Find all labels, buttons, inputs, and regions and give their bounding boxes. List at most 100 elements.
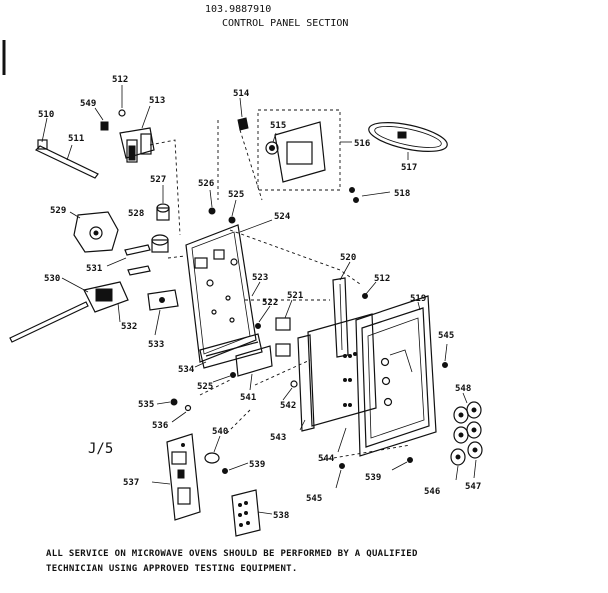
leader-533: [154, 309, 161, 336]
leader-519: [417, 301, 421, 311]
part-label: 518: [394, 189, 410, 199]
fastener-518b: [353, 197, 359, 203]
leader-518: [361, 191, 391, 197]
part-label: 523: [252, 273, 268, 283]
leader-536: [171, 411, 187, 423]
screw-549: [100, 121, 109, 131]
washer-536: [184, 404, 192, 412]
block-521b: [275, 343, 291, 357]
part-label: 536: [152, 421, 168, 431]
part-label: 526: [198, 179, 214, 189]
spring-clip-part-2: [127, 265, 151, 276]
circuit-board-part: [166, 433, 201, 521]
screw-512-right: [362, 293, 368, 299]
leader-526: [209, 189, 213, 208]
part-label: 540: [212, 427, 228, 437]
part-label: 546: [424, 487, 440, 497]
part-label: 517: [401, 163, 417, 173]
part-label: 545: [438, 331, 454, 341]
part-label: 527: [150, 175, 166, 185]
leader-510: [41, 117, 48, 143]
service-note-line2: TECHNICIAN USING APPROVED TESTING EQUIPM…: [46, 564, 298, 574]
part-label: 514: [233, 89, 250, 99]
part-label: 548: [455, 384, 471, 394]
screw-526: [208, 207, 216, 215]
relay-board-part: [199, 333, 263, 369]
screw-539-left: [222, 468, 228, 474]
knob-540: [204, 452, 220, 464]
part-label: 530: [44, 274, 60, 284]
part-label: 515: [270, 121, 286, 131]
leader-512-right: [365, 281, 377, 295]
guide-line-5: [229, 229, 361, 285]
part-label: 544: [318, 454, 335, 464]
leader-539-right: [391, 461, 408, 471]
leader-531: [106, 257, 127, 267]
timer-motor-part: [9, 281, 129, 343]
part-label: 524: [274, 212, 291, 222]
leader-537: [151, 481, 171, 485]
part-label: 549: [80, 99, 96, 109]
relay-block-part: [235, 345, 273, 377]
part-label: 512: [374, 274, 390, 284]
part-label: 516: [354, 139, 370, 149]
part-label: 519: [410, 294, 426, 304]
side-bracket-part: [332, 277, 349, 358]
part-label: 510: [38, 110, 54, 120]
part-label: 529: [50, 206, 66, 216]
leader-520: [339, 261, 351, 281]
guide-line-10: [321, 444, 411, 461]
screw-542: [290, 380, 298, 388]
leader-539-left: [228, 462, 249, 471]
part-label: 513: [149, 96, 165, 106]
leader-532: [117, 302, 121, 323]
screw-512-top: [118, 109, 126, 117]
part-label: 545: [306, 494, 322, 504]
fastener-518a: [349, 187, 355, 193]
part-label: 531: [86, 264, 102, 274]
leader-521: [284, 299, 293, 319]
part-label: 542: [280, 401, 296, 411]
part-label: 539: [365, 473, 381, 483]
leader-542: [282, 387, 293, 401]
leader-543: [299, 419, 306, 431]
part-labels: 512 549 513 510 511 527 529 528 526 525 …: [38, 75, 481, 521]
guide-line-8: [254, 359, 311, 386]
screw-525-top: [228, 216, 236, 224]
leader-525-top: [231, 199, 237, 217]
part-label: 522: [262, 298, 278, 308]
leader-514: [239, 97, 243, 118]
guide-line-9: [224, 409, 251, 436]
mounting-bracket-part: [147, 289, 179, 311]
part-label: 533: [148, 340, 164, 350]
control-plate-part: [185, 224, 257, 363]
leader-540: [213, 435, 221, 453]
insulation-sheet-part: [297, 313, 377, 432]
leader-546: [455, 465, 459, 481]
timer-cam-part: [73, 211, 119, 253]
leader-547: [473, 459, 477, 479]
bracket-hole: [159, 297, 165, 303]
part-label: 532: [121, 322, 137, 332]
leader-545-lower: [335, 469, 342, 489]
part-label: 512: [112, 75, 128, 85]
switch-bracket-part: [119, 127, 155, 163]
part-label: 534: [178, 365, 195, 375]
guide-line-3: [239, 129, 263, 201]
part-label: 525: [197, 382, 213, 392]
leader-548: [462, 392, 468, 404]
leader-522: [258, 305, 271, 323]
leader-513: [141, 105, 151, 129]
knob-assembly-part: [151, 203, 170, 253]
leader-525-lower: [212, 375, 231, 383]
part-label: 520: [340, 253, 356, 263]
lamp-housing-part: [265, 121, 326, 183]
leader-538: [257, 511, 273, 515]
leader-524: [239, 219, 273, 233]
knobs-set-part: [450, 401, 483, 466]
screw-514: [237, 117, 249, 131]
part-label: 535: [138, 400, 154, 410]
block-521a: [275, 317, 291, 331]
lamp-assembly-box: [257, 109, 341, 191]
